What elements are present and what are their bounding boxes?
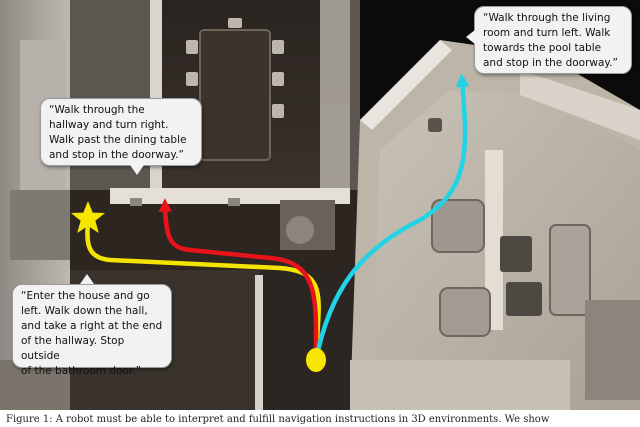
side-table-lower [506, 282, 542, 316]
bubble-tail-bottom-left [80, 274, 94, 284]
figure-image: “Walk through the living room and turn l… [0, 0, 640, 410]
armchair-upper [431, 199, 485, 253]
left-lower-room [10, 190, 70, 260]
lower-divider-wall [255, 275, 263, 410]
lower-center-room [260, 270, 360, 410]
armchair-lower [439, 287, 491, 337]
instruction-bubble-yellow: “Enter the house and go left. Walk down … [12, 284, 172, 377]
start-marker [306, 348, 326, 372]
living-room-right-wall [520, 70, 640, 140]
lamp [428, 118, 442, 132]
sofa [549, 224, 591, 316]
dining-right-wall [320, 0, 350, 190]
round-table [286, 216, 314, 244]
instruction-bubble-cyan: “Walk through the living room and turn l… [474, 6, 632, 74]
side-table-upper [500, 236, 532, 272]
living-room-column [485, 150, 503, 330]
bubble-tail-top-right [466, 30, 475, 44]
red-path [158, 198, 319, 363]
figure-caption: Figure 1: A robot must be able to interp… [6, 414, 550, 425]
bathroom-area [0, 360, 70, 410]
living-room-foreground [350, 360, 570, 410]
dining-table [199, 29, 271, 161]
yellow-path [85, 219, 321, 363]
living-room-back-wall [360, 40, 452, 130]
right-furniture [585, 300, 640, 400]
bubble-tail-top-left [130, 165, 144, 175]
cyan-path [313, 73, 470, 363]
goal-star-icon [71, 201, 105, 233]
wall-sconce-left [130, 198, 142, 206]
wall-sconce-right [228, 198, 240, 206]
instruction-bubble-red: “Walk through the hallway and turn right… [40, 98, 202, 166]
